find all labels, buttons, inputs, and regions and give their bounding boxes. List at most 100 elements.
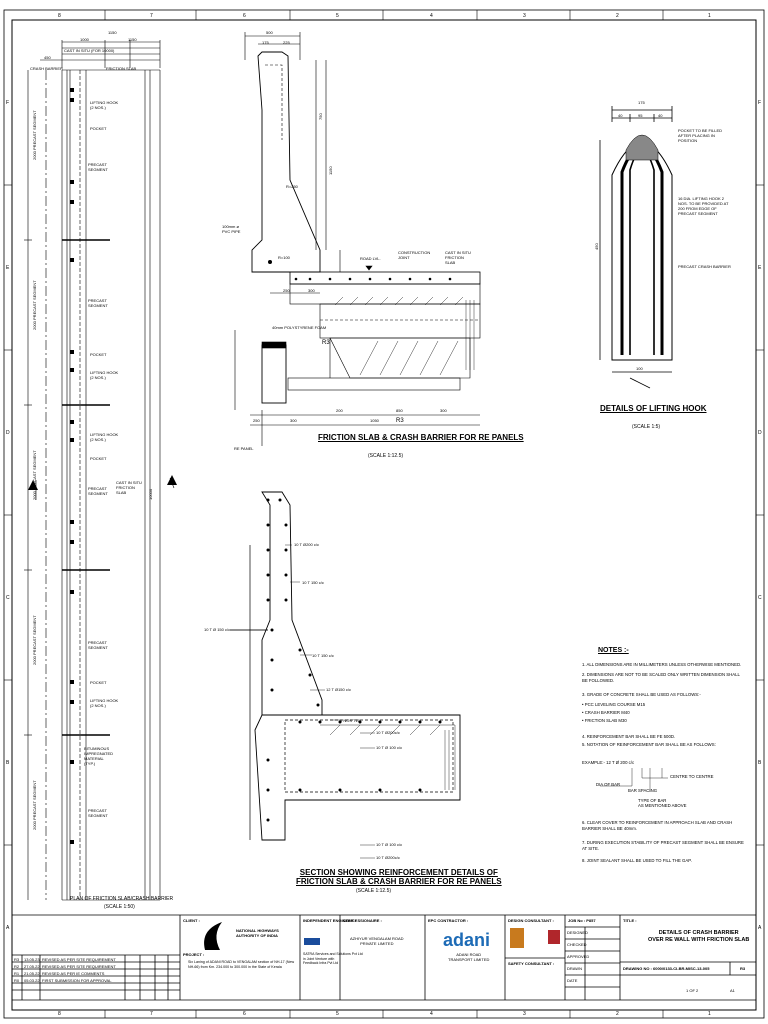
plan-crash-label: CRASH BARRIER <box>30 66 63 71</box>
rev-desc: REVISED AS PER IE COMMENTS <box>42 971 105 976</box>
grid-row-label: E <box>6 265 10 271</box>
plan-dim: 450 <box>44 55 51 60</box>
notes-heading: NOTES :- <box>598 647 629 654</box>
sec2-bar-label: 1 NOS T10 <box>340 718 360 723</box>
tb-title-label: TITLE : <box>623 918 637 923</box>
sec1-re-panel: RE PANEL <box>234 446 254 451</box>
plan-side-label: 2000 PRECAST SEGMENT <box>32 615 37 665</box>
plan-hook-label: LIFTING HOOK (2 NOS.) <box>90 698 119 708</box>
tb-conc-label: CONCESSIONAIRE : <box>343 918 382 923</box>
plan-cast-in-situ: CAST IN SITU FRICTION SLAB <box>116 480 142 495</box>
plan-side-label: 2000 PRECAST SEGMENT <box>32 450 37 500</box>
note-example-label: TYPE OF BAR AS MENTIONED ABOVE <box>638 798 687 809</box>
tb-epc-logo: adani <box>443 930 491 950</box>
sec2-bar-label: 10 T Ø 100 c/c <box>376 745 403 750</box>
hook-pocket-note: POCKET TO BE FILLED AFTER PLACING IN POS… <box>678 128 723 143</box>
sec2-bar-label: 12 T Ø150 c/c <box>326 687 351 692</box>
sec2-title: SECTION SHOWING REINFORCEMENT DETAILS OF… <box>296 868 502 886</box>
tb-sheet: 1 OF 2 <box>686 988 699 993</box>
tb-client-label: CLIENT : <box>183 918 200 923</box>
sec2-bar-label: 10 T Ø 100 c/c <box>376 842 403 847</box>
grid-col-label: 4 <box>430 13 433 19</box>
tb-size: A1 <box>730 988 735 993</box>
sec2-bar-label: 10 T Ø 150 c/c <box>204 627 231 632</box>
sec1-r3: R3 <box>322 340 330 346</box>
note-line: • PCC LEVELING COURSE M15 <box>582 702 646 707</box>
sec1-title: FRICTION SLAB & CRASH BARRIER FOR RE PAN… <box>318 433 524 442</box>
note-example-label: BAR SPACING <box>628 788 658 793</box>
tb-safety-label: SAFETY CONSULTANT : <box>508 961 555 966</box>
note-line: 1. ALL DIMENSIONS ARE IN MILLIMETERS UNL… <box>582 662 742 667</box>
tb-role: DESIGNED <box>567 930 588 935</box>
sec1-dim: 300 <box>308 288 315 293</box>
tb-ie-label: INDEPENDENT ENGINEER : <box>303 918 357 923</box>
hook-bottom-dim: 100 <box>636 366 643 371</box>
hook-dim: 95 <box>638 113 643 118</box>
rev-no: R0 <box>14 978 20 983</box>
tb-epc: ADANI ROAD TRANSPORT LIMITED <box>448 952 490 962</box>
hook-dim: 175 <box>638 100 645 105</box>
hook-dim: 40 <box>658 113 663 118</box>
grid-row-label: B <box>6 760 10 766</box>
note-line: 8. JOINT SEALANT SHALL BE USED TO FILL T… <box>582 858 692 863</box>
tb-job: JOB No : P857 <box>568 918 596 923</box>
rev-date: 27.05.22 <box>24 964 40 969</box>
note-line: 5. NOTATION OF REINFORCEMENT BAR SHALL B… <box>582 742 716 747</box>
grid-col-label: 3 <box>523 13 526 19</box>
rev-date: 05.03.22 <box>24 978 40 983</box>
note-line: 7. DURING EXECUTION STABILITY OF PRECAST… <box>582 840 744 845</box>
tb-project-label: PROJECT : <box>183 952 205 957</box>
grid-col-label: 1 <box>708 1011 711 1017</box>
tb-drawing-no: DRAWING NO : 6000/0133-CI-BR-MISC-13-005 <box>623 966 710 971</box>
plan-dim: 1000 <box>80 37 89 42</box>
grid-col-label: 8 <box>58 1011 61 1017</box>
hook-dim: 40 <box>618 113 623 118</box>
plan-pocket-label: POCKET <box>90 352 107 357</box>
tb-client: NATIONAL HIGHWAYS AUTHORITY OF INDIA <box>236 928 279 938</box>
plan-friction-label: FRICTION SLAB <box>106 66 137 71</box>
plan-bitumen-label: BITUMINOUS IMPREGNATED MATERIAL (TYP.) <box>84 746 114 766</box>
grid-col-label: 5 <box>336 13 339 19</box>
plan-precast-label: PRECAST SEGMENT <box>88 162 108 172</box>
tb-ie: SATRA Services and Solutions Pvt Ltd in … <box>303 952 363 965</box>
grid-col-label: 3 <box>523 1011 526 1017</box>
grid-row-label: B <box>758 760 762 766</box>
hook-scale: (SCALE 1:5) <box>632 424 661 430</box>
rev-desc: FIRST SUBMISSION FOR APPROVAL <box>42 978 112 983</box>
grid-col-label: 6 <box>243 13 246 19</box>
rev-no: R3 <box>14 957 20 962</box>
note-example-label: CENTRE TO CENTRE <box>670 774 714 779</box>
grid-col-label: 5 <box>336 1011 339 1017</box>
rev-no: R2 <box>14 964 20 969</box>
plan-title: PLAN OF FRICTION SLAB/CRASH BARRIER <box>70 896 174 902</box>
sec1-dim: 175 <box>262 40 269 45</box>
sec1-dim: 1050 <box>370 418 379 423</box>
sec1-cast-fs: CAST IN SITU FRICTION SLAB <box>445 250 471 265</box>
note-example-label: DIA OF BAR <box>596 782 621 787</box>
plan-pocket-label: POCKET <box>90 680 107 685</box>
sec2-bar-label: 10 T Ø200 c/c <box>294 542 319 547</box>
tb-project: Six Laning of ADANI ROAD to VENGALAM sec… <box>188 960 295 969</box>
grid-row-label: E <box>758 265 762 271</box>
rev-no: R1 <box>14 971 20 976</box>
sec2-scale: (SCALE 1:12.5) <box>356 888 392 894</box>
tb-role: CHECKED <box>567 942 587 947</box>
note-line: EXAMPLE:- 12 T Ø 200 c/c <box>582 760 635 765</box>
tb-role: DATE <box>567 978 578 983</box>
note-line: 6. CLEAR COVER TO REINFORCEMENT IN APPRO… <box>582 820 733 825</box>
rev-desc: REVISED AS PER SITE REQUIREMENT <box>42 964 116 969</box>
plan-precast-label: PRECAST SEGMENT <box>88 640 108 650</box>
grid-col-label: 6 <box>243 1011 246 1017</box>
sec1-dim: 850 <box>396 408 403 413</box>
tb-epc-label: EPC CONTRACTOR : <box>428 918 469 923</box>
grid-col-label: 8 <box>58 13 61 19</box>
plan-precast-label: PRECAST SEGMENT <box>88 808 108 818</box>
sec1-dim: 300 <box>290 418 297 423</box>
sec1-dim: 250 <box>253 418 260 423</box>
note-line: 2. DIMENSIONS ARE NOT TO BE SCALED ONLY … <box>582 672 740 677</box>
grid-col-label: 2 <box>616 1011 619 1017</box>
grid-row-label: A <box>758 925 762 931</box>
sec1-r3: R3 <box>396 418 404 424</box>
sec1-pvc: 100mm ø PVC PIPE <box>222 224 241 234</box>
